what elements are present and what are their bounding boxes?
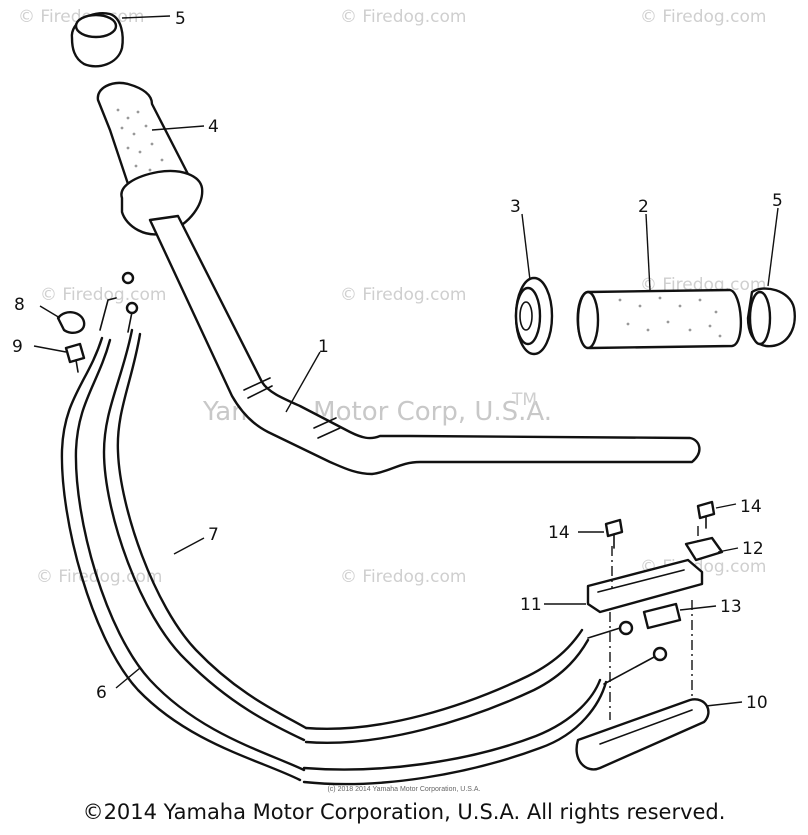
grip-flange-part bbox=[514, 276, 554, 356]
watermark-tm: TM bbox=[511, 390, 537, 410]
callout-5-top: 5 bbox=[175, 9, 186, 29]
screw-14-left-part bbox=[604, 518, 624, 549]
callout-10: 10 bbox=[746, 693, 768, 713]
screw-9-part bbox=[64, 342, 86, 373]
button-13-part bbox=[642, 602, 682, 630]
callout-5-right: 5 bbox=[772, 191, 783, 211]
screw-14-right-part bbox=[696, 500, 716, 529]
footer-copyright: ©2014 Yamaha Motor Corporation, U.S.A. A… bbox=[82, 800, 726, 824]
end-cap-right-part bbox=[746, 287, 796, 348]
end-cap-top-part bbox=[70, 12, 124, 68]
small-copyright: (c) 2018 2014 Yamaha Motor Corporation, … bbox=[327, 786, 481, 793]
watermark-firedog: © Firedog.com bbox=[340, 285, 466, 305]
callout-12: 12 bbox=[742, 539, 764, 559]
callout-4: 4 bbox=[208, 117, 219, 137]
left-grip-part bbox=[96, 81, 204, 236]
switch-housing-upper-part bbox=[586, 526, 704, 720]
watermark-firedog: © Firedog.com bbox=[340, 567, 466, 587]
throttle-cable-part bbox=[60, 271, 668, 786]
callout-2: 2 bbox=[638, 197, 649, 217]
leader-lines bbox=[33, 15, 779, 707]
callout-14-left: 14 bbox=[548, 523, 570, 543]
callout-9: 9 bbox=[12, 337, 23, 357]
watermark-firedog: © Firedog.com bbox=[340, 7, 466, 27]
callout-8: 8 bbox=[14, 295, 25, 315]
cable-clip-part bbox=[56, 311, 86, 334]
callout-14-right: 14 bbox=[740, 497, 762, 517]
plate-12-part bbox=[684, 536, 724, 562]
callout-13: 13 bbox=[720, 597, 742, 617]
watermark-firedog: © Firedog.com bbox=[40, 285, 166, 305]
callout-11: 11 bbox=[520, 595, 542, 615]
callout-6: 6 bbox=[96, 683, 107, 703]
callout-3: 3 bbox=[510, 197, 521, 217]
right-grip-part bbox=[576, 288, 743, 350]
switch-housing-lower-part bbox=[575, 698, 710, 771]
callout-7: 7 bbox=[208, 525, 219, 545]
watermark-firedog: © Firedog.com bbox=[640, 7, 766, 27]
callout-1: 1 bbox=[318, 337, 329, 357]
